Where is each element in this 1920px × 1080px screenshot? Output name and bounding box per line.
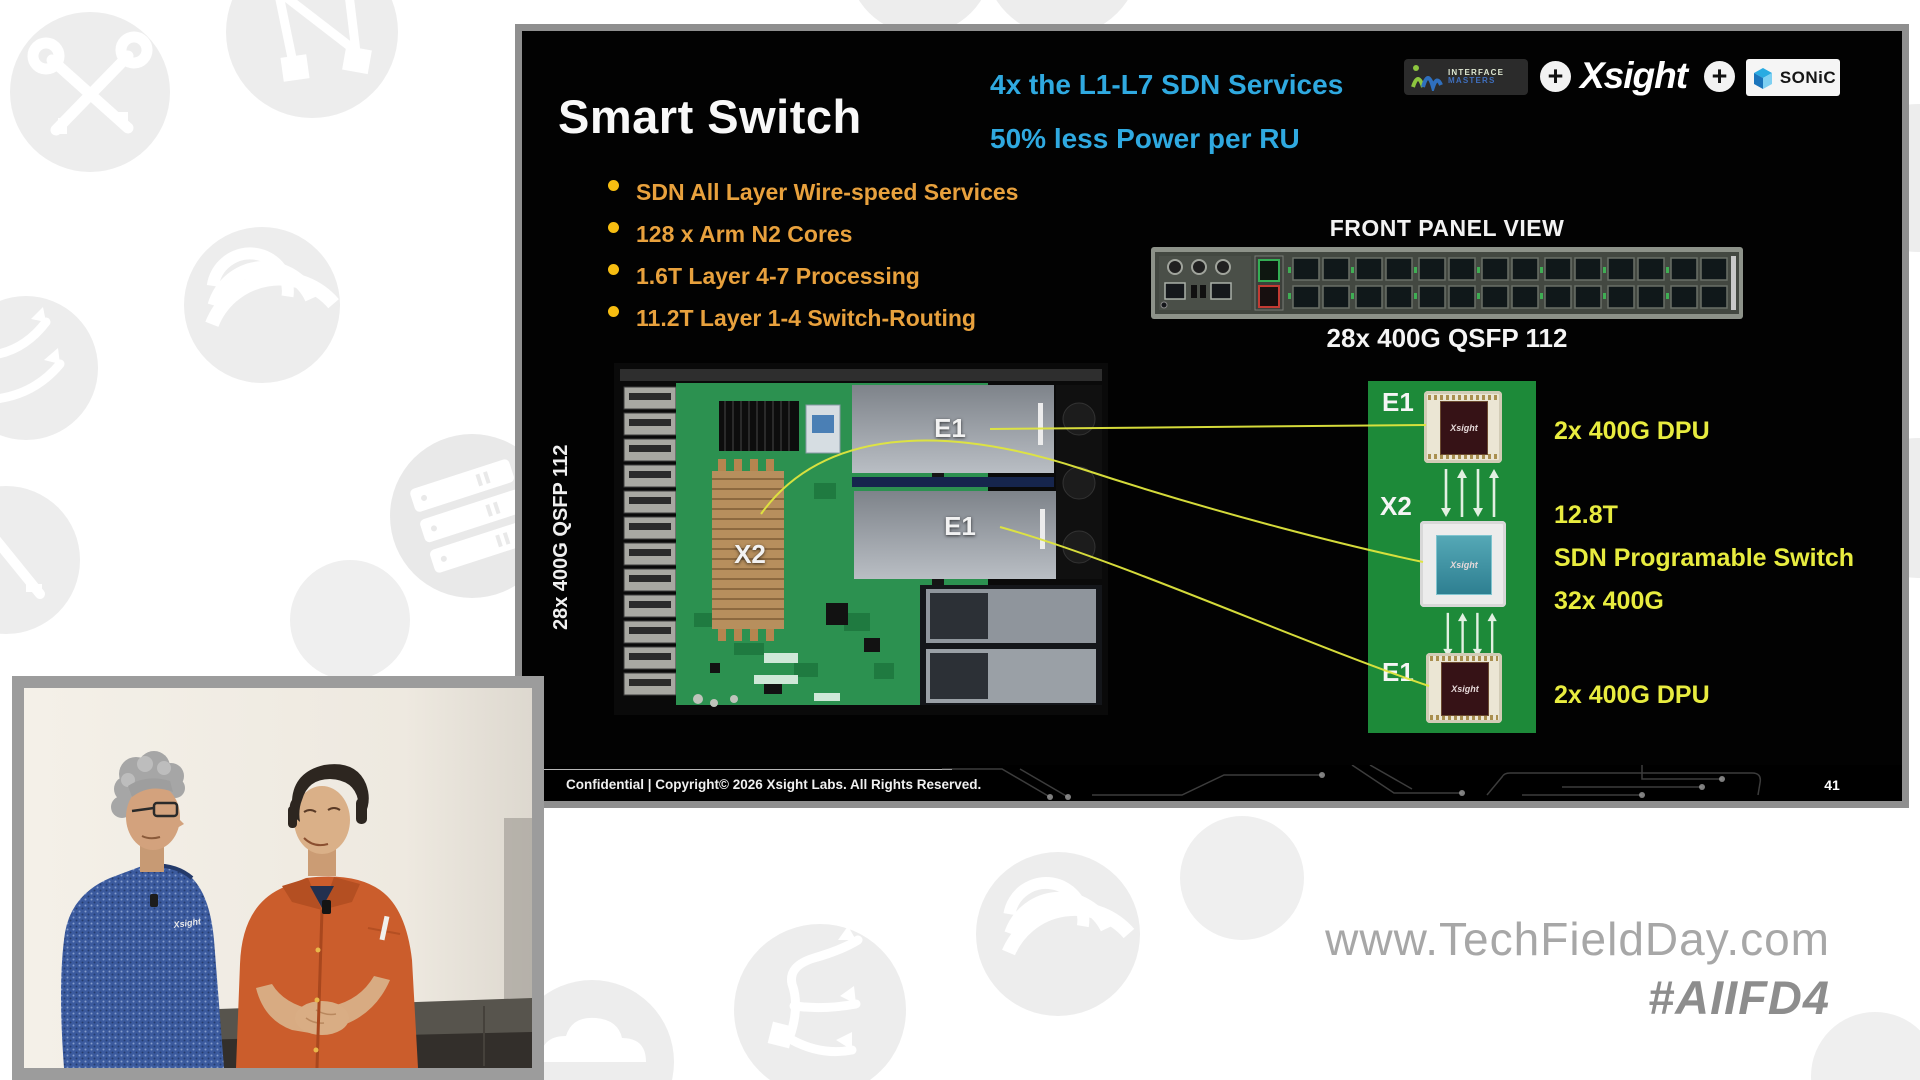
watermark-site: www.TechFieldDay.com xyxy=(1325,913,1830,965)
server-rack-icon xyxy=(390,434,554,598)
slide-footer: Confidential | Copyright© 2026 Xsight La… xyxy=(522,765,1902,801)
glasses-icon xyxy=(131,801,179,818)
presenter-right xyxy=(236,764,418,1068)
headline-sdn-services: 4x the L1-L7 SDN Services xyxy=(990,69,1344,100)
chip-brand-text: Xsight xyxy=(1451,684,1479,694)
slide-title: Smart Switch xyxy=(558,90,862,143)
board-label-e1-mid: E1 xyxy=(944,511,976,541)
traffic-arrows-icon xyxy=(1441,469,1499,517)
switch-chip-x2: Xsight xyxy=(1420,521,1506,607)
key-icon xyxy=(0,486,80,634)
board-label-e1-top: E1 xyxy=(934,413,966,443)
bullet-item: 128 x Arm N2 Cores xyxy=(608,221,1088,247)
switch-board-photo xyxy=(614,363,1108,715)
front-panel-image xyxy=(1151,247,1743,319)
lav-mic-icon xyxy=(322,900,331,914)
wifi-icon xyxy=(976,852,1140,1016)
black-heatsink xyxy=(719,401,799,451)
circuit-trace-decoration xyxy=(942,765,1762,800)
xsight-logo: Xsight xyxy=(1580,55,1688,96)
page-number: 41 xyxy=(1824,777,1840,793)
side-port-label: 28x 400G QSFP 112 xyxy=(550,444,572,630)
traffic-arrows-icon xyxy=(1443,612,1497,658)
diagram-label-e1-bottom: E1 xyxy=(1382,657,1414,687)
headline-power: 50% less Power per RU xyxy=(990,123,1300,154)
interface-masters-logo: INTERFACE MASTERS xyxy=(1404,59,1528,95)
label-ports: 32x 400G xyxy=(1554,587,1664,615)
bullet-dot-icon xyxy=(608,180,619,191)
label-dpu-bottom: 2x 400G DPU xyxy=(1554,681,1710,709)
bullet-item: SDN All Layer Wire-speed Services xyxy=(608,179,1088,205)
branch-arrows-icon xyxy=(0,296,98,440)
board-label-x2: X2 xyxy=(734,539,766,569)
bullet-item: 11.2T Layer 1-4 Switch-Routing xyxy=(608,305,1088,331)
diagram-label-x2: X2 xyxy=(1380,491,1412,521)
dpu-chip-bottom: Xsight xyxy=(1426,653,1502,723)
slide-canvas: Smart Switch 4x the L1-L7 SDN Services 5… xyxy=(522,31,1902,801)
interface-masters-mark-icon xyxy=(1411,65,1443,91)
dpu-chip-top: Xsight xyxy=(1424,391,1502,463)
interface-masters-text: INTERFACE xyxy=(1448,68,1505,77)
shirt-logo-text: Xsight xyxy=(172,916,203,930)
presentation-slide: Smart Switch 4x the L1-L7 SDN Services 5… xyxy=(515,24,1909,808)
presenters-scene: Xsight xyxy=(24,688,532,1068)
lav-mic-icon xyxy=(150,894,158,907)
bullet-item: 1.6T Layer 4-7 Processing xyxy=(608,263,1088,289)
bullet-dot-icon xyxy=(608,264,619,275)
footer-divider xyxy=(522,769,952,770)
sonic-text: SONiC xyxy=(1779,67,1837,87)
network-nodes-icon xyxy=(226,0,398,118)
pocket-pen xyxy=(379,915,390,941)
bullet-dot-icon xyxy=(608,222,619,233)
sonic-logo: SONiC xyxy=(1746,59,1840,96)
chip-brand-text: Xsight xyxy=(1450,423,1478,433)
front-panel-title: FRONT PANEL VIEW xyxy=(1329,215,1565,241)
bullet-dot-icon xyxy=(608,306,619,317)
watermark-hashtag: #AIIFD4 xyxy=(1648,971,1830,1024)
plus-badge-icon: + xyxy=(1704,61,1735,92)
diagram-label-e1-top: E1 xyxy=(1382,387,1414,417)
bullet-list: SDN All Layer Wire-speed Services 128 x … xyxy=(608,179,1088,347)
label-dpu-top: 2x 400G DPU xyxy=(1554,417,1710,445)
usb-branch-icon xyxy=(734,924,906,1080)
label-capacity: 12.8T xyxy=(1554,501,1618,529)
chip-diagram-panel: E1 X2 E1 Xsight Xsight xyxy=(1368,381,1536,733)
psu-modules xyxy=(920,585,1102,705)
presenter-left: Xsight xyxy=(61,751,224,1068)
sonic-cube-icon xyxy=(1753,67,1772,89)
crossed-keys-icon xyxy=(10,12,170,172)
cloud-icon xyxy=(510,980,674,1080)
label-switch-name: SDN Programable Switch xyxy=(1554,544,1855,572)
chip-brand-text: Xsight xyxy=(1450,560,1478,570)
logo-row: INTERFACE MASTERS + Xsight + SONiC xyxy=(1398,55,1868,99)
front-panel-caption: 28x 400G QSFP 112 xyxy=(1326,323,1568,353)
wifi-icon xyxy=(184,227,340,383)
footer-copyright: Confidential | Copyright© 2026 Xsight La… xyxy=(566,777,982,792)
plus-badge-icon: + xyxy=(1540,61,1571,92)
webcam-overlay: Xsight xyxy=(12,676,544,1080)
